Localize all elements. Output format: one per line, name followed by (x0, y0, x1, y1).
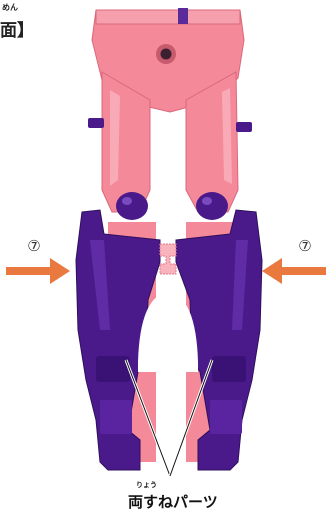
left-knee-joint (116, 192, 148, 220)
belt-peg (178, 8, 188, 24)
left-knee-joint-shine (122, 197, 132, 205)
caption-label: 両すねパーツ (128, 491, 218, 512)
left-ankle-block (96, 356, 130, 382)
left-arrow-icon (6, 258, 70, 284)
caption-ruby: りょう (136, 480, 157, 490)
right-foot-block (210, 400, 242, 434)
right-ankle-block (212, 356, 246, 382)
center-connector (160, 244, 176, 274)
left-thigh-peg (88, 118, 104, 128)
step-marker-left: ⑦ (22, 234, 46, 258)
right-knee-joint (196, 192, 228, 220)
step-marker-right: ⑦ (293, 234, 317, 258)
hip-belt (96, 10, 240, 24)
left-foot-block (100, 400, 132, 434)
right-arrow-icon (262, 258, 326, 284)
right-knee-joint-shine (202, 197, 212, 205)
hip-socket-hole (161, 49, 172, 60)
right-thigh-peg (236, 122, 252, 132)
purple-shin-parts (76, 210, 262, 470)
